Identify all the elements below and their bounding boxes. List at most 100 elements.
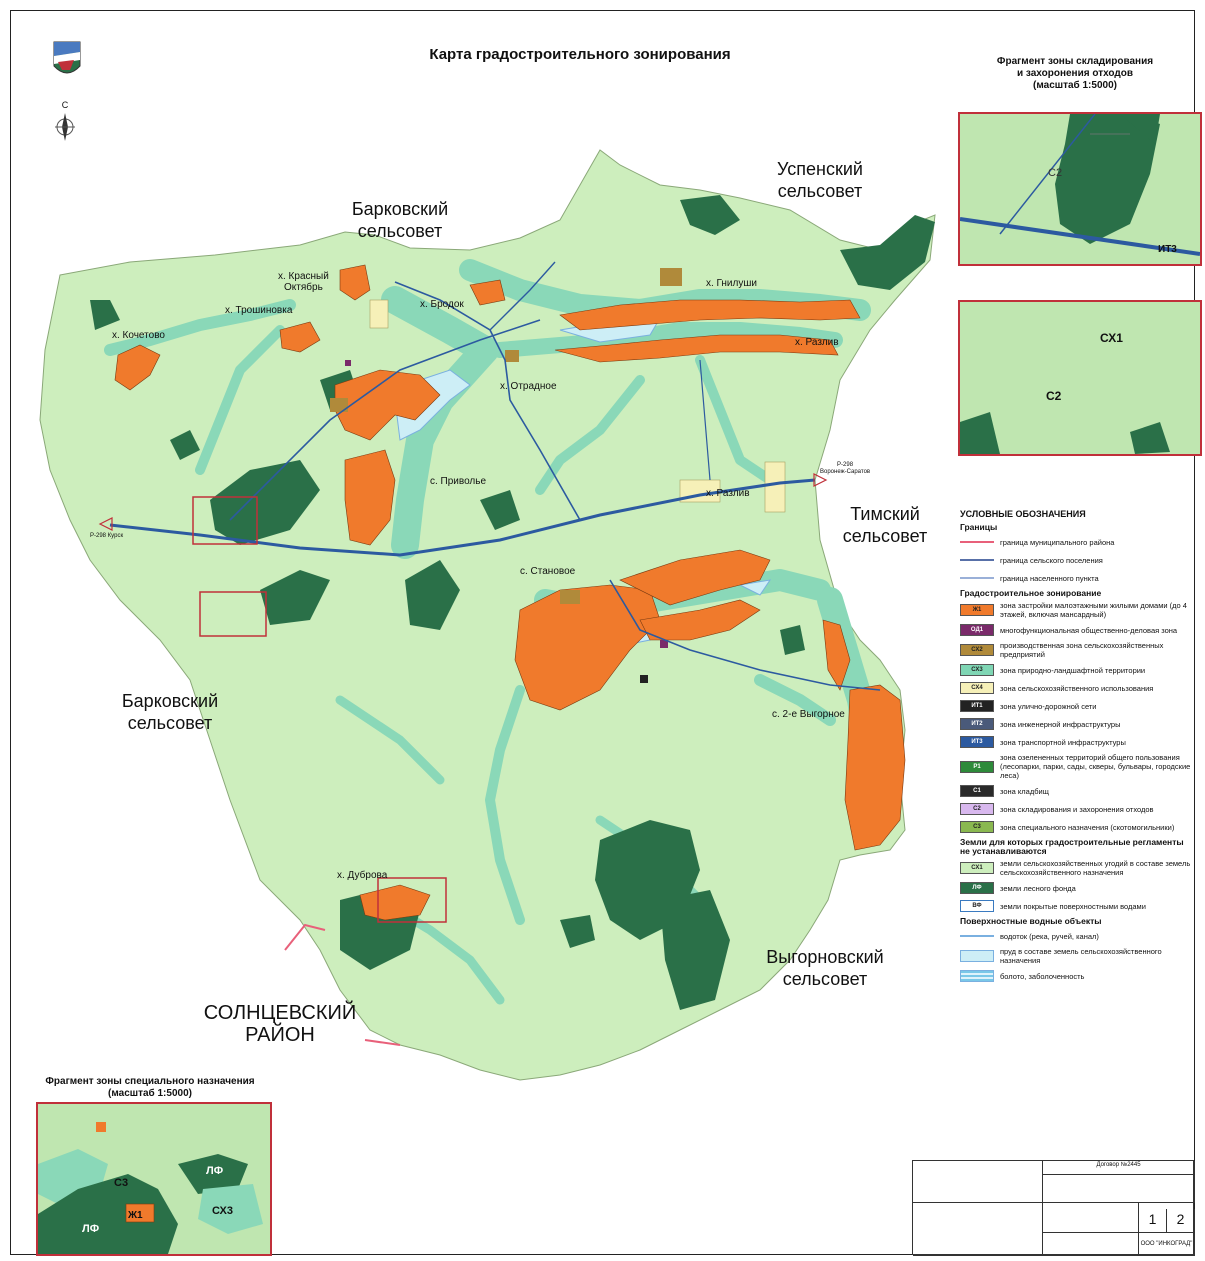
legend-swatch-С3: С3 bbox=[960, 821, 994, 833]
special-fragment-title: Фрагмент зоны специального назначения (м… bbox=[30, 1076, 270, 1100]
legend-zone-0-text: зона застройки малоэтажными жилыми домам… bbox=[1000, 601, 1187, 619]
place-otradnoe: х. Отрадное bbox=[500, 381, 557, 392]
place-razliv-ne: х. Разлив bbox=[795, 337, 839, 348]
neighbor-barkovsky-north: Барковский сельсовет bbox=[320, 198, 480, 242]
special-fragment-label-lf2: ЛФ bbox=[82, 1223, 99, 1235]
place-razliv: х. Разлив bbox=[706, 488, 750, 499]
roads bbox=[109, 261, 881, 691]
legend-water-1: пруд в составе земель сельскохозяйственн… bbox=[960, 947, 1192, 965]
title-block-signatures bbox=[913, 1203, 1043, 1256]
legend-zoning-heading: Градостроительное зонирование bbox=[960, 588, 1102, 598]
place-kochetovo: х. Кочетово bbox=[112, 330, 165, 341]
title-block-sheets: 2 bbox=[1167, 1209, 1195, 1233]
storage-fragment-map-2: СХ1 С2 bbox=[960, 331, 1170, 454]
fragment-markers bbox=[192, 496, 447, 923]
storage-fragment-inset: С2 ИТ3 bbox=[958, 112, 1202, 266]
road-arrows bbox=[98, 473, 828, 531]
legend-zone-9-text: зона кладбищ bbox=[1000, 786, 1049, 796]
legend-land-2-text: земли покрытые поверхностными водами bbox=[1000, 901, 1146, 911]
legend-zone-2-text: производственная зона сельскохозяйственн… bbox=[1000, 641, 1164, 659]
legend-zone-6-text: зона инженерной инфраструктуры bbox=[1000, 719, 1121, 729]
neighbor-barkovsky-north-line2: сельсовет bbox=[357, 221, 443, 241]
legend-heading: УСЛОВНЫЕ ОБОЗНАЧЕНИЯ bbox=[960, 509, 1086, 519]
title-block-sheet: 1 bbox=[1139, 1209, 1167, 1233]
neighbor-timsky-line1: Тимский bbox=[850, 504, 920, 524]
place-troshinovka: х. Трошиновка bbox=[225, 305, 293, 316]
legend-borders: граница муниципального района граница сел… bbox=[960, 535, 1192, 585]
legend-swatch-СХ1: СХ1 bbox=[960, 862, 994, 874]
road-label-west: Р-298 Курск bbox=[90, 533, 124, 539]
legend-swatch-ИТ2: ИТ2 bbox=[960, 718, 994, 730]
legend-border-0-text: граница муниципального района bbox=[1000, 537, 1115, 547]
storage-fragment-label-it3: ИТ3 bbox=[1158, 244, 1177, 255]
legend-zone-6: ИТ2 зона инженерной инфраструктуры bbox=[960, 717, 1192, 731]
legend-water-2-text: болото, заболоченность bbox=[1000, 971, 1085, 981]
special-fragment-label-zh1: Ж1 bbox=[127, 1210, 143, 1221]
storage-fragment-inset-2: СХ1 С2 bbox=[958, 300, 1202, 456]
legend-zone-7-text: зона транспортной инфраструктуры bbox=[1000, 737, 1126, 747]
legend-water-swatch bbox=[960, 935, 994, 937]
special-fragment-map: С3 ЛФ СХ3 Ж1 ЛФ bbox=[38, 1122, 263, 1254]
legend-zone-5-text: зона улично-дорожной сети bbox=[1000, 701, 1097, 711]
legend-swatch-ОД1: ОД1 bbox=[960, 624, 994, 636]
legend-swatch-СХ4: СХ4 bbox=[960, 682, 994, 694]
place-dubrova: х. Дуброва bbox=[337, 870, 388, 881]
place-vygornoe: с. 2-е Выгорное bbox=[772, 709, 845, 720]
legend-border-1-text: граница сельского поселения bbox=[1000, 555, 1103, 565]
legend-borders-heading: Границы bbox=[960, 522, 998, 532]
legend-zone-3-text: зона природно-ландшафтной территории bbox=[1000, 665, 1146, 675]
legend-swatch-С1: С1 bbox=[960, 785, 994, 797]
legend-zone-2: СХ2 производственная зона сельскохозяйств… bbox=[960, 641, 1192, 659]
legend-land-0: СХ1 земли сельскохозяйственных угодий в с… bbox=[960, 859, 1192, 877]
place-stanovoe: с. Становое bbox=[520, 566, 576, 577]
legend-border-2: граница населенного пункта bbox=[960, 571, 1192, 585]
storage-fragment-title-line2: и захоронения отходов bbox=[1016, 68, 1133, 79]
neighbor-barkovsky-west-line1: Барковский bbox=[121, 691, 219, 711]
coat-of-arms-icon bbox=[53, 41, 81, 74]
production-zones bbox=[330, 268, 786, 683]
place-brodok: х. Бродок bbox=[420, 299, 464, 310]
storage-fragment-title: Фрагмент зоны складирования и захоронени… bbox=[960, 56, 1190, 92]
legend-swatch-СХ2: СХ2 bbox=[960, 644, 994, 656]
title-block-org: ООО "ИНКОГРАД" bbox=[1139, 1233, 1195, 1256]
map-legend: УСЛОВНЫЕ ОБОЗНАЧЕНИЯ Границы граница мун… bbox=[960, 510, 1192, 987]
district-boundary-2 bbox=[364, 1039, 401, 1046]
legend-border-swatch bbox=[960, 559, 994, 561]
legend-swatch-ИТ1: ИТ1 bbox=[960, 700, 994, 712]
special-fragment-label-sx3: СХ3 bbox=[212, 1205, 233, 1217]
district-boundary bbox=[284, 923, 326, 951]
neighbor-timsky-line2: сельсовет bbox=[842, 526, 928, 546]
neighbor-solntsevsky: СОЛНЦЕВСКИЙ РАЙОН bbox=[180, 1002, 380, 1046]
legend-zone-7: ИТ3 зона транспортной инфраструктуры bbox=[960, 735, 1192, 749]
storage-fragment-label-c2b: С2 bbox=[1046, 389, 1062, 403]
legend-zone-11-text: зона специального назначения (скотомогил… bbox=[1000, 822, 1175, 832]
legend-border-1: граница сельского поселения bbox=[960, 553, 1192, 567]
forest-patches bbox=[90, 195, 935, 1010]
neighbor-uspensky-line2: сельсовет bbox=[777, 181, 863, 201]
neighbor-uspensky-line1: Успенский bbox=[777, 159, 863, 179]
legend-swatch-ЛФ: ЛФ bbox=[960, 882, 994, 894]
legend-lands: СХ1 земли сельскохозяйственных угодий в с… bbox=[960, 859, 1192, 913]
title-block-description bbox=[1043, 1203, 1139, 1233]
neighbor-vygornovsky: Выгорновский сельсовет bbox=[730, 946, 920, 990]
special-fragment-label-c3: С3 bbox=[114, 1177, 128, 1189]
legend-swatch-ИТ3: ИТ3 bbox=[960, 736, 994, 748]
legend-land-0-text: земли сельскохозяйственных угодий в сост… bbox=[1000, 859, 1191, 877]
north-arrow: С bbox=[52, 100, 78, 146]
north-label: С bbox=[61, 100, 69, 110]
legend-zone-10-text: зона складирования и захоронения отходов bbox=[1000, 804, 1154, 814]
legend-zone-4-text: зона сельскохозяйственного использования bbox=[1000, 683, 1154, 693]
legend-lands-heading: Земли для которых градостроительные регл… bbox=[960, 837, 1184, 856]
special-fragment-label-lf1: ЛФ bbox=[206, 1165, 223, 1177]
neighbor-barkovsky-north-line1: Барковский bbox=[351, 199, 449, 219]
storage-fragment-scale: (масштаб 1:5000) bbox=[1033, 80, 1117, 91]
title-block-contract: Договор №2445 bbox=[1043, 1161, 1195, 1175]
road-label-east-line2: Воронеж-Саратов bbox=[820, 469, 871, 475]
road-label-east: Р-298 Воронеж-Саратов bbox=[820, 462, 870, 476]
neighbor-timsky: Тимский сельсовет bbox=[820, 503, 950, 547]
neighbor-barkovsky-west: Барковский сельсовет bbox=[90, 690, 250, 734]
